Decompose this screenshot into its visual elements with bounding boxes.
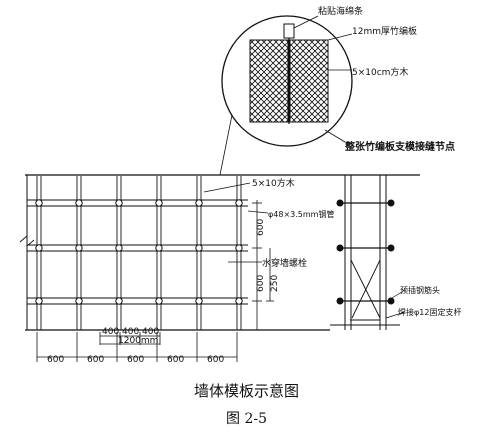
dim-v-mid: 600 [256, 275, 266, 292]
plywood-panel-right [289, 39, 329, 123]
vertical-timbers [36, 176, 242, 330]
dim-bottom-4: 600 [167, 355, 184, 365]
dim-small-2: 400 [122, 327, 139, 337]
detail-circle [221, 15, 353, 147]
vertical-dimensions [252, 200, 274, 330]
dim-v-right: 250 [270, 275, 280, 292]
dim-bottom-5: 600 [207, 355, 224, 365]
joint-detail: 粘贴海绵条 12mm厚竹编板 5×10cm方木 整张竹编板支模接缝节点 [221, 5, 455, 153]
label-plywood: 12mm厚竹编板 [352, 25, 417, 37]
label-tie-bolt: 水穿墙螺栓 [262, 257, 307, 269]
label-sponge: 粘贴海绵条 [318, 5, 363, 17]
dim-small-3: 400 [142, 327, 159, 337]
label-timber-detail: 5×10cm方木 [352, 66, 408, 78]
detail-connector [219, 114, 233, 176]
dim-bottom-3: 600 [127, 355, 144, 365]
dim-bottom-1: 600 [47, 355, 64, 365]
leader-plywood [327, 33, 353, 41]
leader-sponge [293, 15, 319, 29]
dim-small-1: 400 [102, 327, 119, 337]
horizontal-pipes [27, 199, 248, 305]
leader-joint-node [324, 129, 346, 143]
label-pre-insert: 预插钢筋头 [400, 285, 440, 295]
figure-number: 图 2-5 [226, 411, 267, 427]
label-timber-main: 5×10方木 [252, 177, 295, 189]
label-joint-node: 整张竹编板支模接缝节点 [344, 140, 455, 153]
break-mark [19, 235, 35, 247]
dim-bottom-2: 600 [87, 355, 104, 365]
wall-elevation: 600 600 250 5×10方木 φ48×3.5mm钢管 水穿墙螺栓 [19, 174, 420, 331]
label-steel-pipe: φ48×3.5mm钢管 [268, 209, 334, 219]
dim-v-top: 600 [256, 219, 266, 236]
wall-section [330, 175, 406, 330]
sponge-strip [283, 23, 295, 39]
label-weld-rod: 焊接φ12固定支杆 [398, 307, 461, 317]
tie-bolt-nodes [35, 199, 243, 305]
diagram-title: 墙体模板示意图 [193, 382, 299, 400]
main-leaders [203, 182, 269, 263]
plywood-panel-left [249, 39, 289, 123]
dim-total: 1200mm [118, 336, 158, 346]
bottom-dimensions [36, 332, 238, 362]
